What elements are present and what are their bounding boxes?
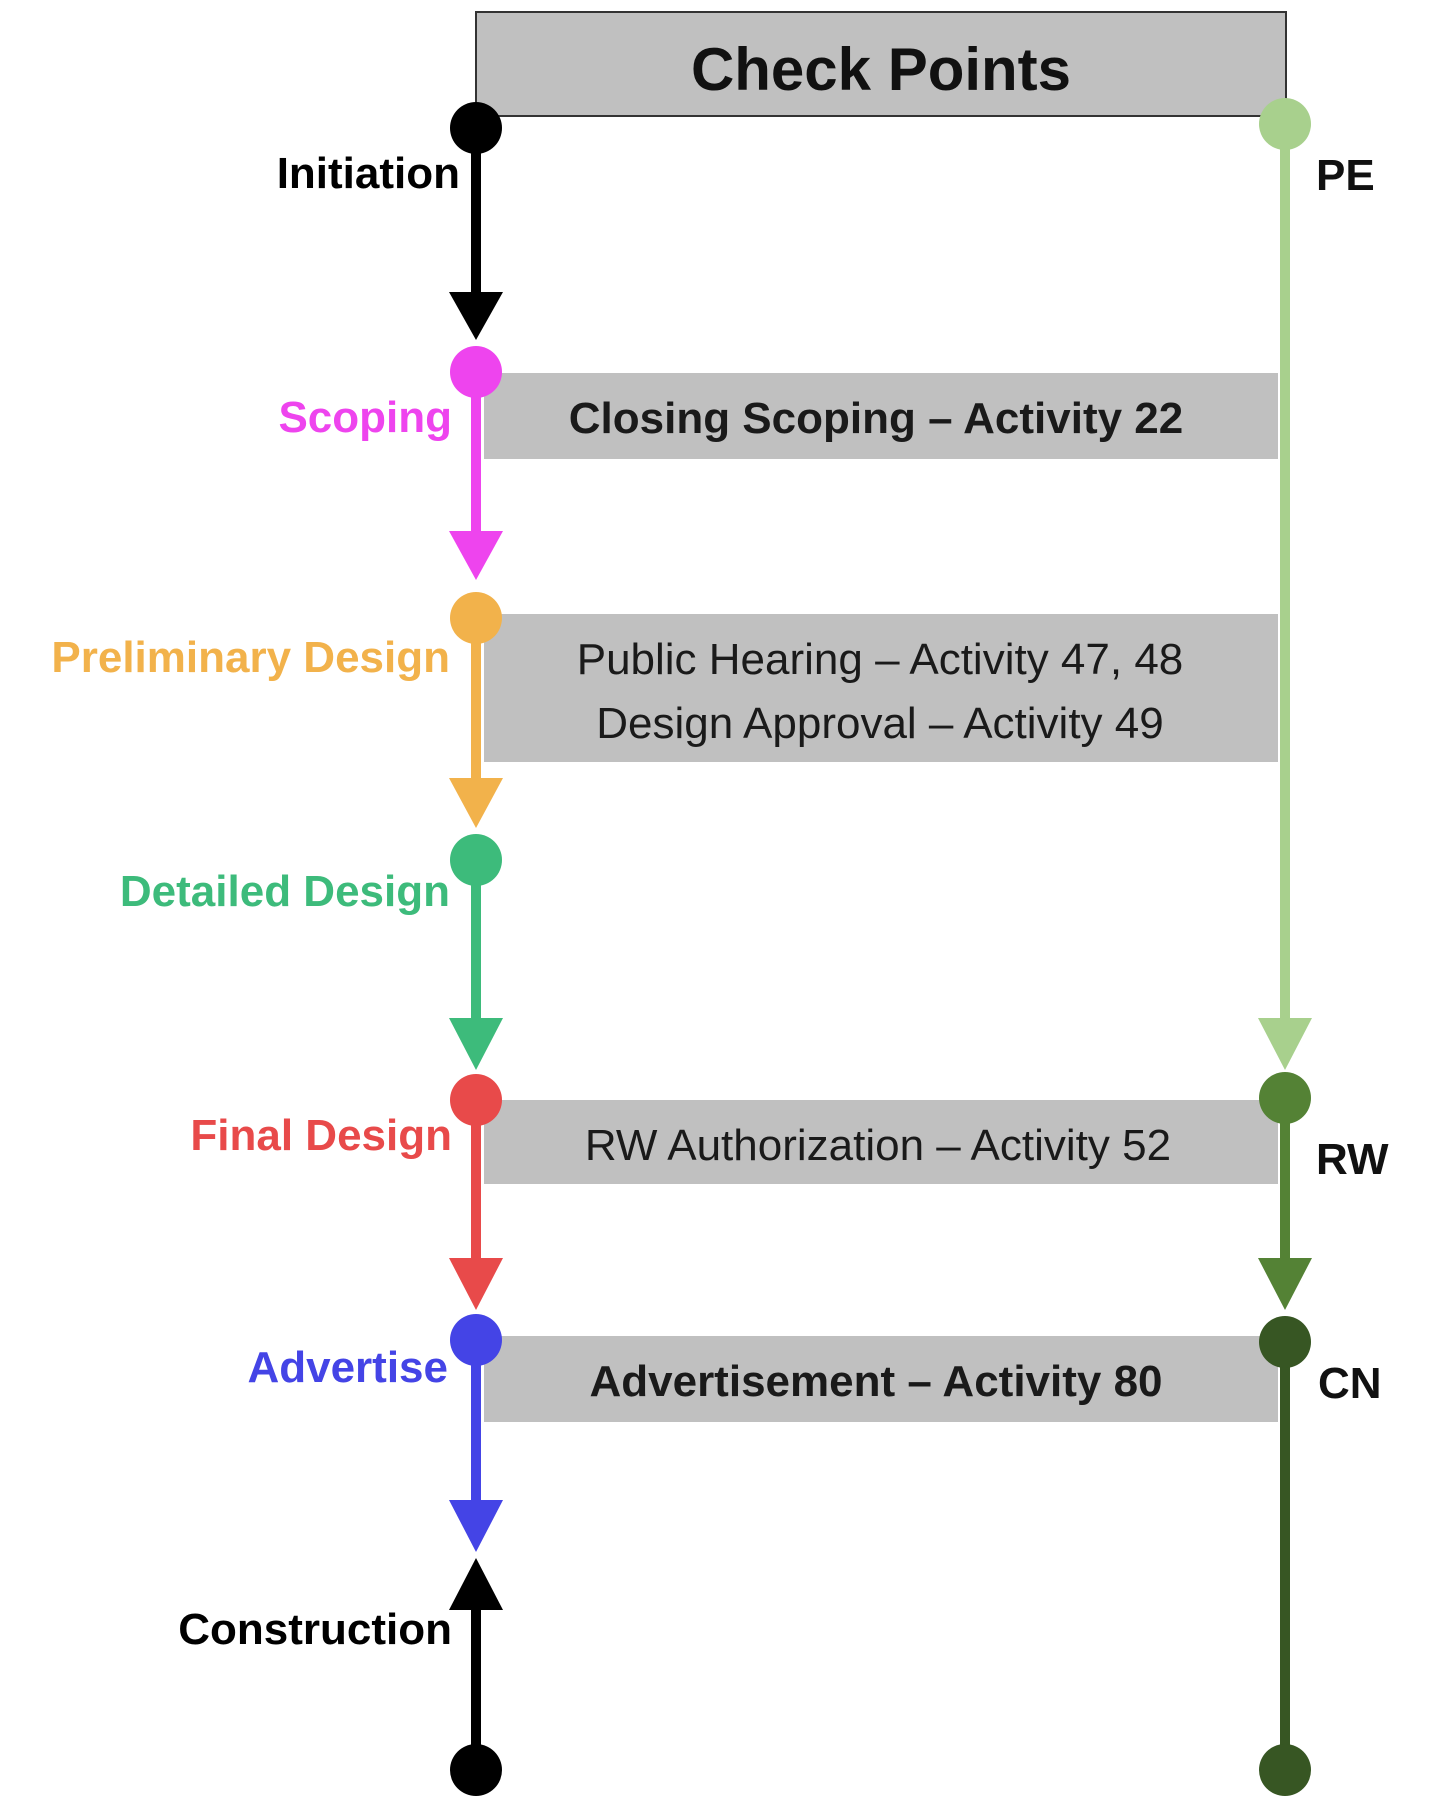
checkpoint-text: Closing Scoping – Activity 22 [569,394,1184,443]
checkpoint-rw-auth: RW Authorization – Activity 52 [484,1100,1278,1184]
checkpoint-band [484,614,1278,762]
initiation-node [450,102,502,154]
checkpoint-band [484,1336,1278,1422]
scoping-node [450,346,502,398]
checkpoint-band [484,373,1278,459]
checkpoint-advert: Advertisement – Activity 80 [484,1336,1278,1422]
scoping-arrow-icon [449,531,503,580]
funding-label-pe: PE [1316,151,1375,200]
phase-label-construction: Construction [178,1605,452,1654]
checkpoint-band [484,1100,1278,1184]
phase-label-scoping: Scoping [278,393,452,442]
preliminary-design-arrow-icon [449,778,503,828]
preliminary-design-node [450,592,502,644]
funding-label-rw: RW [1316,1135,1389,1184]
pe-node [1259,98,1311,150]
checkpoint-text-line-2: Design Approval – Activity 49 [596,699,1163,748]
funding-labels: PE RW CN [1316,151,1389,1408]
phase-label-advertise: Advertise [247,1343,448,1392]
header-box [475,11,1287,117]
final-design-arrow-icon [449,1258,503,1310]
checkpoint-text-line-1: Public Hearing – Activity 47, 48 [577,635,1184,684]
cn-node [1259,1316,1311,1368]
rw-arrow-icon [1258,1258,1312,1310]
phase-labels: Initiation Scoping Preliminary Design De… [51,149,460,1654]
checkpoint-prelim: Public Hearing – Activity 47, 48 Design … [484,614,1278,762]
phase-label-initiation: Initiation [277,149,460,198]
construction-node [450,1744,502,1796]
advertise-node [450,1314,502,1366]
phase-timeline [449,102,503,1796]
phase-label-final-design: Final Design [190,1111,452,1160]
initiation-arrow-icon [449,292,503,340]
detailed-design-node [450,834,502,886]
detailed-design-arrow-icon [449,1018,503,1070]
construction-arrow-icon [449,1558,503,1610]
final-design-node [450,1074,502,1126]
pe-arrow-icon [1258,1018,1312,1070]
phase-label-preliminary-design: Preliminary Design [51,633,450,682]
checkpoint-scoping-close: Closing Scoping – Activity 22 [484,373,1278,459]
funding-timeline [1258,98,1312,1796]
checkpoint-text: Advertisement – Activity 80 [589,1357,1162,1406]
advertise-arrow-icon [449,1500,503,1552]
rw-node [1259,1072,1311,1124]
checkpoint-text: RW Authorization – Activity 52 [585,1121,1171,1170]
funding-label-cn: CN [1318,1359,1382,1408]
header-title: Check Points [691,36,1071,103]
cn-end-node [1259,1744,1311,1796]
phase-label-detailed-design: Detailed Design [120,867,450,916]
